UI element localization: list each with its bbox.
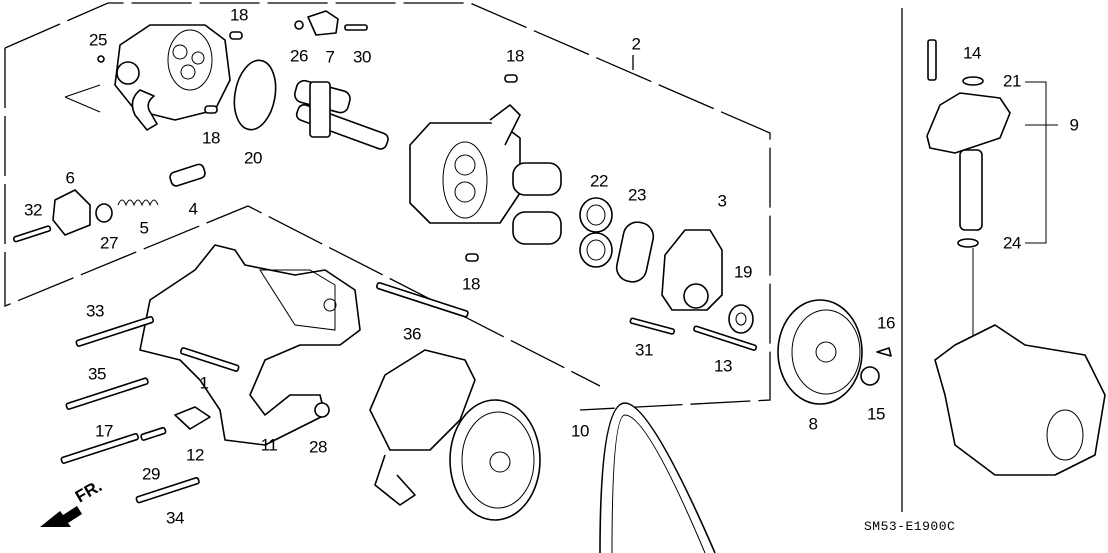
woodruff-key <box>876 347 892 357</box>
callout-28[interactable]: 28 <box>309 437 327 457</box>
dowel-pin <box>504 74 518 83</box>
callout-30[interactable]: 30 <box>353 47 371 67</box>
dowel-pin <box>229 31 243 40</box>
callout-20[interactable]: 20 <box>244 148 262 168</box>
callout-3[interactable]: 3 <box>717 191 727 211</box>
callout-10[interactable]: 10 <box>571 421 589 441</box>
callout-22[interactable]: 22 <box>590 171 608 191</box>
callout-27[interactable]: 27 <box>100 233 118 253</box>
figure-8-seal <box>579 197 613 268</box>
callout-33[interactable]: 33 <box>86 301 104 321</box>
pulley-nut <box>860 366 880 386</box>
bushing <box>512 162 562 196</box>
bolt <box>344 24 368 31</box>
o-ring-seal <box>233 59 277 131</box>
callout-26[interactable]: 26 <box>290 46 308 66</box>
callout-12[interactable]: 12 <box>186 445 204 465</box>
bolt <box>12 225 52 243</box>
drive-belt <box>599 402 716 553</box>
assembly-boundary <box>4 2 771 411</box>
callout-35[interactable]: 35 <box>88 364 106 384</box>
bushing <box>512 211 562 245</box>
callout-13[interactable]: 13 <box>714 356 732 376</box>
pump-front-housing <box>409 104 521 224</box>
callout-14[interactable]: 14 <box>963 43 981 63</box>
callout-17[interactable]: 17 <box>95 421 113 441</box>
callout-15[interactable]: 15 <box>867 404 885 424</box>
callout-18d[interactable]: 18 <box>462 274 480 294</box>
callout-34[interactable]: 34 <box>166 508 184 528</box>
callout-29[interactable]: 29 <box>142 464 160 484</box>
callout-2[interactable]: 2 <box>631 34 641 54</box>
washer <box>294 20 304 30</box>
speed-sensor-assembly <box>926 39 1011 350</box>
bolt <box>693 325 758 351</box>
callout-11[interactable]: 11 <box>260 435 278 455</box>
callout-25[interactable]: 25 <box>89 30 107 50</box>
callout-8[interactable]: 8 <box>808 414 818 434</box>
callout-9[interactable]: 9 <box>1069 115 1079 135</box>
mounting-bracket <box>139 244 361 446</box>
front-direction-arrow <box>40 506 82 527</box>
pulley <box>777 299 863 405</box>
pump-rear-housing <box>64 24 231 131</box>
callout-brackets <box>1025 81 1058 244</box>
callout-5[interactable]: 5 <box>139 218 149 238</box>
callout-23[interactable]: 23 <box>628 185 646 205</box>
callout-36[interactable]: 36 <box>403 324 421 344</box>
bearing-seat <box>683 283 709 309</box>
pump-gears <box>294 79 389 150</box>
flow-control-valve <box>12 163 206 243</box>
callout-1[interactable]: 1 <box>199 373 209 393</box>
engine-block <box>934 324 1106 476</box>
callout-16[interactable]: 16 <box>877 313 895 333</box>
callout-21[interactable]: 21 <box>1003 71 1021 91</box>
bearing <box>728 304 754 334</box>
callout-18b[interactable]: 18 <box>202 128 220 148</box>
callout-18c[interactable]: 18 <box>506 46 524 66</box>
callout-6[interactable]: 6 <box>65 168 75 188</box>
callout-31[interactable]: 31 <box>635 340 653 360</box>
callout-24[interactable]: 24 <box>1003 233 1021 253</box>
callout-4[interactable]: 4 <box>188 199 198 219</box>
callout-7[interactable]: 7 <box>325 47 335 67</box>
o-ring <box>615 221 655 283</box>
dowel-pin <box>204 105 218 114</box>
diagram-code: SM53-E1900C <box>864 519 956 534</box>
callout-19[interactable]: 19 <box>734 262 752 282</box>
power-steering-pump <box>369 349 541 521</box>
dowel-pin <box>465 253 479 262</box>
callout-18a[interactable]: 18 <box>230 5 248 25</box>
mounting-bolts <box>60 281 469 504</box>
bolt <box>629 317 676 335</box>
callout-32[interactable]: 32 <box>24 200 42 220</box>
cover-plate <box>307 10 339 36</box>
nut <box>97 55 105 63</box>
